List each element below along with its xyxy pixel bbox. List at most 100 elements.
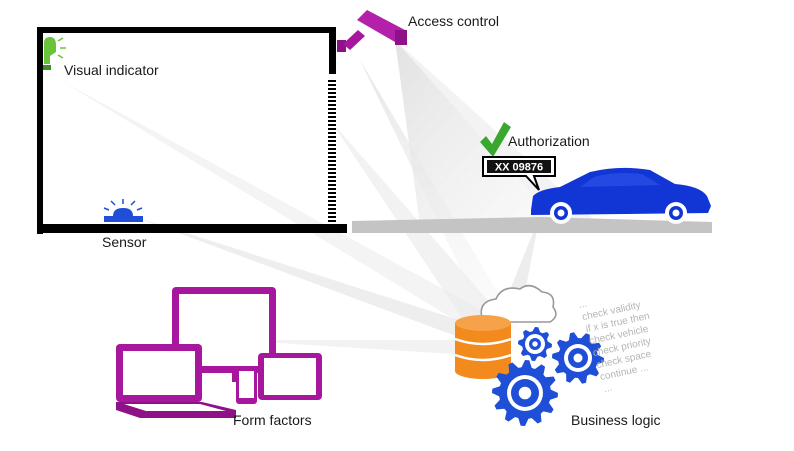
form-factors-label: Form factors xyxy=(233,412,312,428)
database-band xyxy=(454,353,512,362)
siren-base xyxy=(104,216,143,222)
laptop-keyboard xyxy=(124,404,226,411)
barrier-stripe xyxy=(328,84,336,86)
road xyxy=(352,217,712,233)
barrier-stripe xyxy=(328,88,336,90)
barrier-stripe xyxy=(328,116,336,118)
gear-icon xyxy=(552,332,604,384)
barrier-stripe xyxy=(328,96,336,98)
siren-ray xyxy=(103,207,110,211)
license-plate xyxy=(487,160,551,173)
barrier-stripe xyxy=(328,192,336,194)
barrier-stripe xyxy=(328,184,336,186)
tablet-screen xyxy=(264,358,316,395)
camera-mount xyxy=(337,40,346,52)
barrier-stripe xyxy=(328,208,336,210)
gears xyxy=(492,327,604,426)
barrier-stripe xyxy=(328,140,336,142)
barrier-stripe xyxy=(328,128,336,130)
barrier-stripe xyxy=(328,180,336,182)
phone-screen xyxy=(239,371,254,398)
car-body xyxy=(531,167,711,215)
siren-dome xyxy=(113,208,133,216)
license-plate-number: XX 09876 xyxy=(495,162,543,174)
gear-hole xyxy=(573,353,583,363)
lightbulb-icon xyxy=(43,37,66,70)
barrier-stripe xyxy=(328,196,336,198)
barrier-stripe xyxy=(328,220,336,222)
access-control-label: Access control xyxy=(408,13,500,29)
checkmark-icon xyxy=(480,122,511,157)
building-left-wall xyxy=(37,27,43,234)
phone-icon xyxy=(236,367,257,404)
bulb-glass xyxy=(44,37,56,64)
barrier-stripe xyxy=(328,104,336,106)
business-logic-label: Business logic xyxy=(571,412,661,428)
barrier-stripe xyxy=(328,136,336,138)
barrier-stripe xyxy=(328,172,336,174)
bulb-base xyxy=(43,65,51,70)
barrier-gate xyxy=(328,78,336,224)
visual-indicator-label: Visual indicator xyxy=(64,62,159,78)
gear-hole xyxy=(518,386,532,400)
barrier-stripe xyxy=(328,216,336,218)
camera-lens xyxy=(395,30,407,45)
database-top xyxy=(455,315,511,331)
siren-icon xyxy=(103,199,143,222)
building-roof xyxy=(37,27,336,33)
barrier-stripe xyxy=(328,152,336,154)
barrier-stripe xyxy=(328,156,336,158)
gear-icon xyxy=(492,360,558,426)
camera-body xyxy=(357,10,405,42)
camera-beam-edge xyxy=(395,40,600,225)
barrier-stripe xyxy=(328,204,336,206)
siren-ray xyxy=(110,200,116,206)
laptop-icon xyxy=(116,344,236,418)
indicator-logic-beam xyxy=(60,80,500,335)
devices-logic-beam xyxy=(230,340,470,355)
barrier-stripe xyxy=(328,120,336,122)
barrier-stripe xyxy=(328,200,336,202)
parking-building xyxy=(37,27,347,234)
barrier-stripe xyxy=(328,124,336,126)
camera-arm xyxy=(343,30,365,50)
building-floor xyxy=(37,224,347,233)
siren-ray xyxy=(130,200,136,206)
car-hubcap-front xyxy=(557,209,565,217)
database-icon xyxy=(454,315,512,379)
barrier-stripe xyxy=(328,212,336,214)
gear-icon xyxy=(518,327,552,361)
barrier-stripe xyxy=(328,188,336,190)
camera-logic-beam xyxy=(360,60,520,330)
barrier-stripe xyxy=(328,160,336,162)
barrier-stripe xyxy=(328,80,336,82)
barrier-stripe xyxy=(328,168,336,170)
tablet-icon xyxy=(258,353,322,400)
gear-hole xyxy=(532,341,538,347)
authorization-label: Authorization xyxy=(508,133,590,149)
barrier-stripe xyxy=(328,148,336,150)
camera-icon xyxy=(337,10,407,52)
car-window xyxy=(580,173,660,187)
devices-group xyxy=(116,287,322,418)
barrier-stripe xyxy=(328,100,336,102)
bulb-ray xyxy=(57,37,64,42)
database-bottom xyxy=(455,363,511,379)
car-hubcap-rear xyxy=(672,209,680,217)
barrier-stripe xyxy=(328,144,336,146)
barrier-stripe xyxy=(328,108,336,110)
license-plate-callout: XX 09876 xyxy=(482,156,556,191)
barrier-stripe xyxy=(328,92,336,94)
logic-line: ... xyxy=(603,383,613,395)
building-right-wall xyxy=(329,27,336,74)
bulb-ray xyxy=(57,54,64,59)
database-band xyxy=(454,337,512,346)
barrier-stripe xyxy=(328,112,336,114)
logic-line: ... xyxy=(578,298,588,310)
business-logic-group xyxy=(454,284,604,426)
laptop-screen xyxy=(123,351,195,395)
car-icon xyxy=(531,167,711,224)
